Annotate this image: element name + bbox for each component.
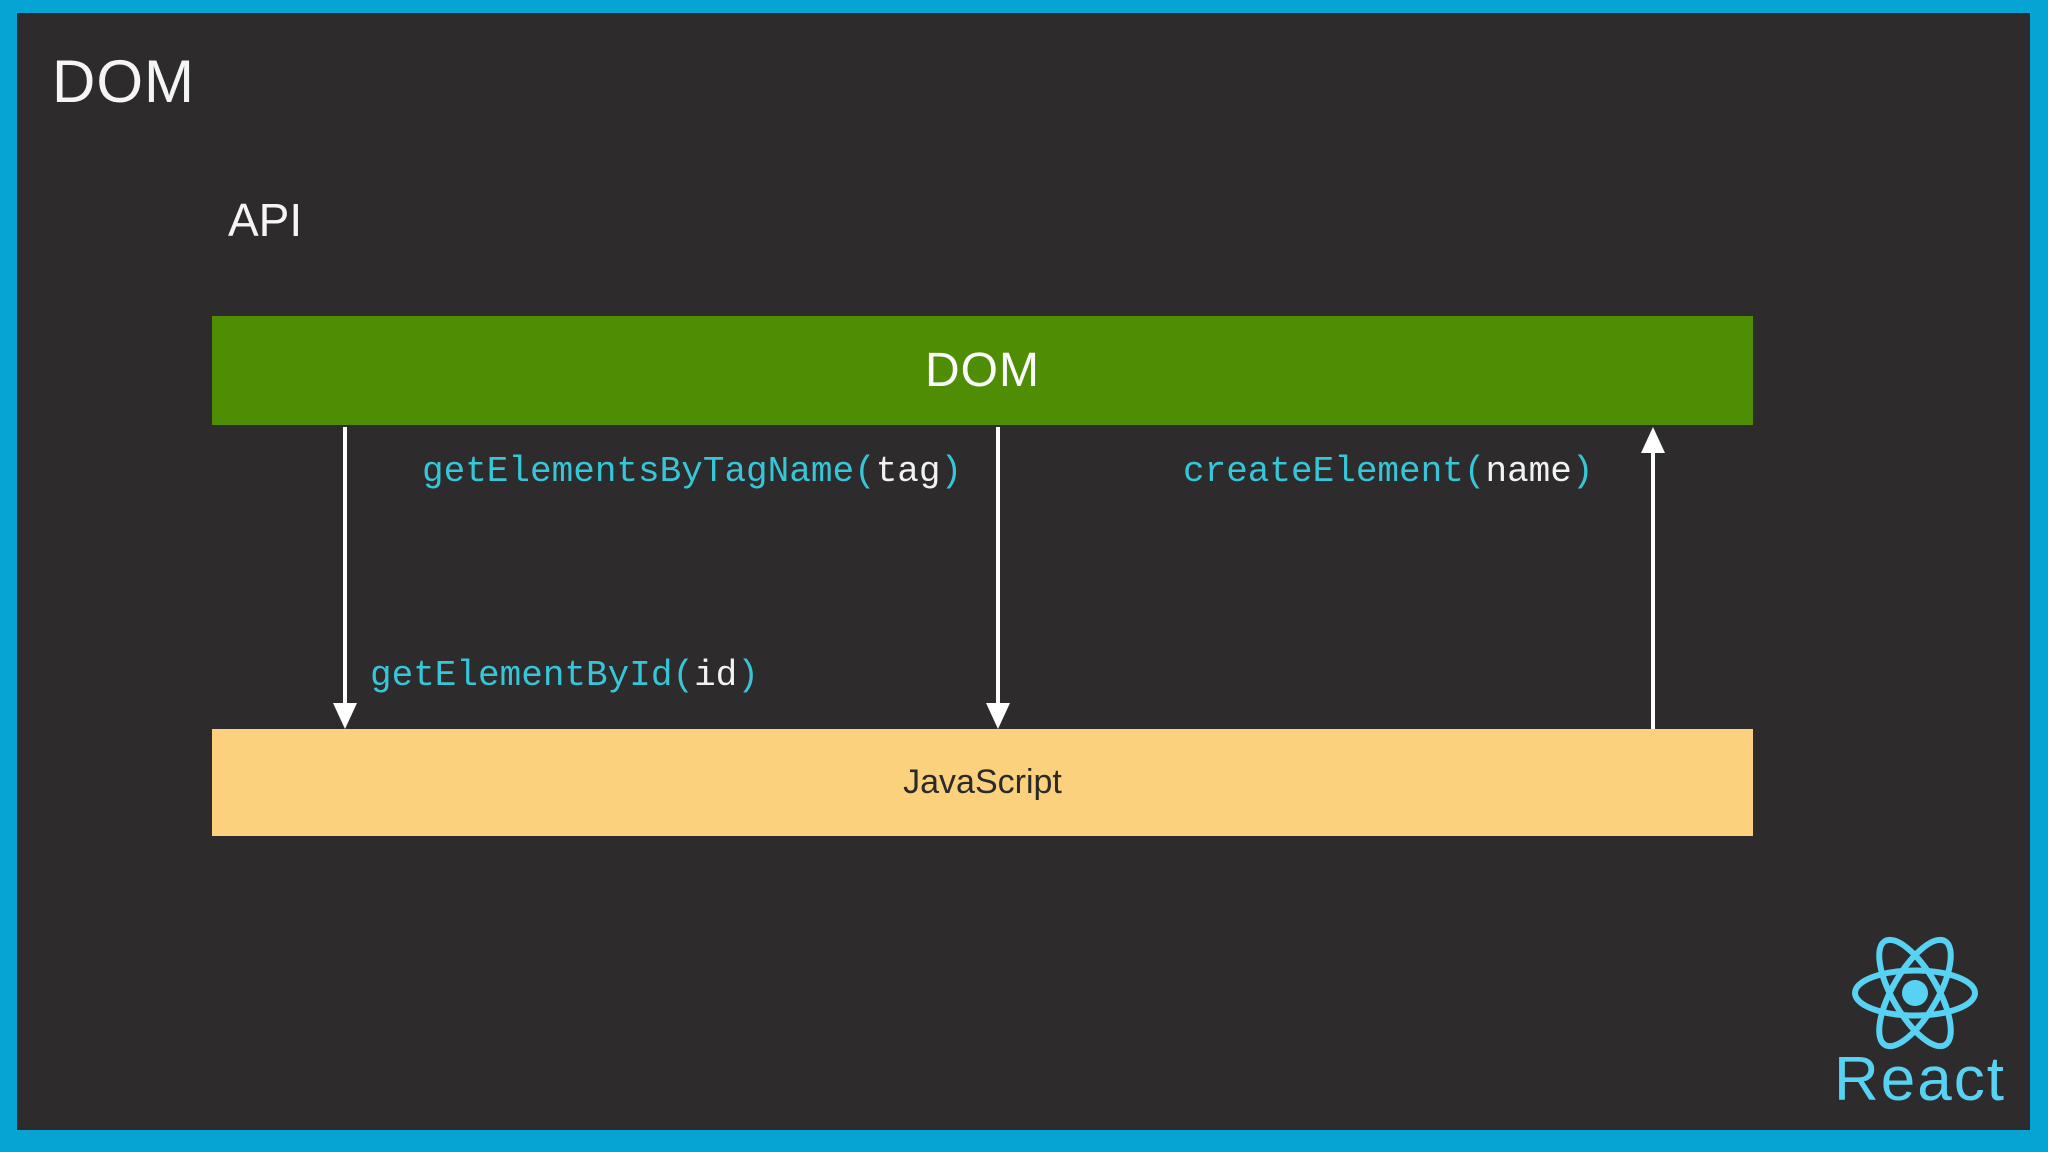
arrow-line <box>343 427 347 705</box>
method-arg: id <box>694 655 738 696</box>
method-name: getElementById <box>370 655 673 696</box>
method-label-createelement: createElement(name) <box>1183 451 1594 493</box>
method-close-paren: ) <box>940 451 963 492</box>
method-name: createElement <box>1183 451 1464 492</box>
method-name: getElementsByTagName <box>422 451 855 492</box>
page-title: DOM <box>52 48 195 115</box>
slide-content: DOM API DOM getElementsByTagName(tag) cr… <box>17 13 2030 1130</box>
arrow-line <box>1651 451 1655 729</box>
method-label-getelementbyid: getElementById(id) <box>370 655 759 697</box>
method-open-paren: ( <box>854 451 876 492</box>
method-close-paren: ) <box>737 655 759 696</box>
arrow-down-icon <box>333 703 357 729</box>
dom-bar-label: DOM <box>925 344 1040 397</box>
arrow-down-icon <box>986 703 1010 729</box>
react-atom-icon <box>1852 936 1978 1050</box>
arrow-up-icon <box>1641 427 1665 453</box>
method-arg: name <box>1485 451 1572 492</box>
method-open-paren: ( <box>1463 451 1486 492</box>
javascript-bar-label: JavaScript <box>903 763 1062 801</box>
react-brand-label: React <box>1834 1045 2006 1114</box>
javascript-bar: JavaScript <box>212 729 1753 836</box>
method-close-paren: ) <box>1571 451 1594 492</box>
dom-bar: DOM <box>212 316 1753 425</box>
method-open-paren: ( <box>672 655 695 696</box>
method-label-getelementsbytagname: getElementsByTagName(tag) <box>422 451 962 493</box>
method-arg: tag <box>875 451 941 492</box>
arrow-line <box>996 427 1000 705</box>
api-section-label: API <box>228 194 303 246</box>
